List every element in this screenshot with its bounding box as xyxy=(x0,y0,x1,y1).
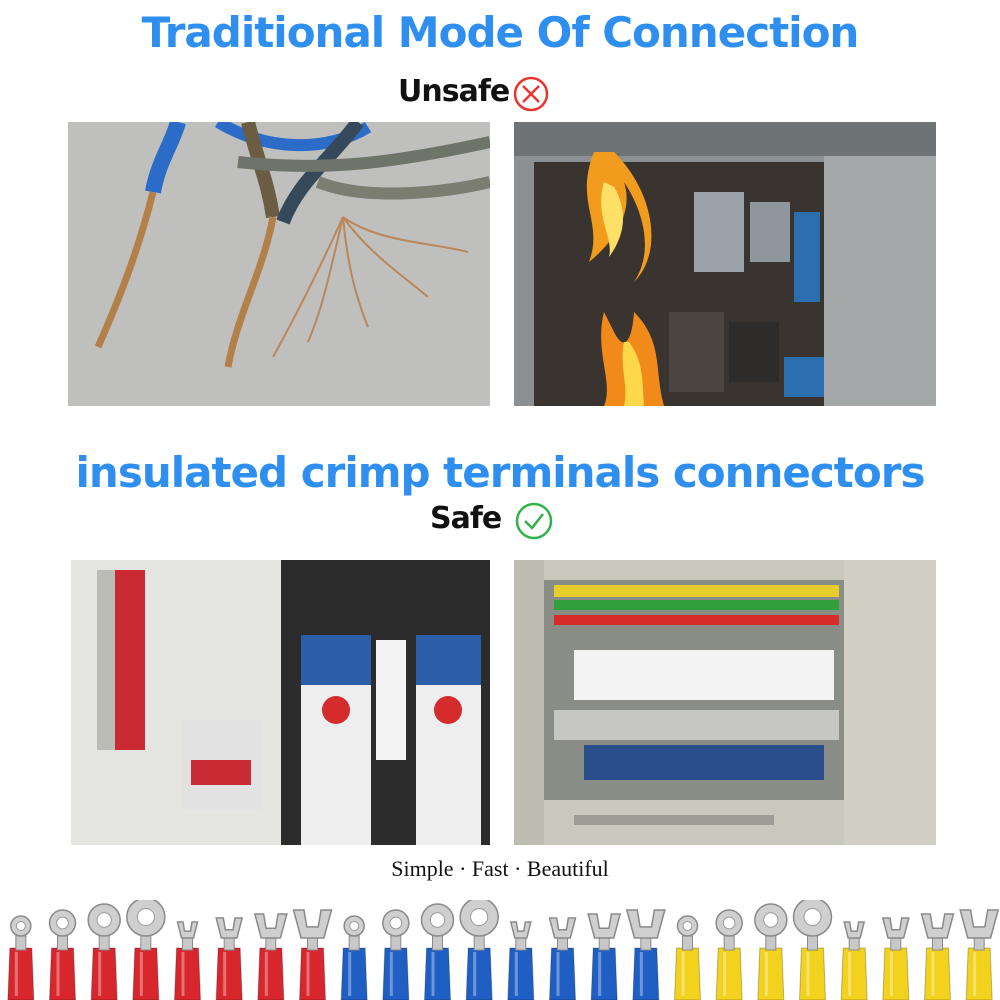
page-title: Traditional Mode Of Connection xyxy=(141,8,860,57)
red-fork-terminal-icon xyxy=(215,917,244,1000)
red-ring-terminal-icon xyxy=(87,903,121,1000)
yellow-fork-terminal-icon xyxy=(881,917,910,1000)
terminal-assortment xyxy=(7,900,1000,1000)
red-fork-terminal-icon xyxy=(253,913,288,1000)
distribution-board-photo xyxy=(514,560,936,845)
blue-ring-terminal-icon xyxy=(459,900,499,1000)
blue-ring-terminal-icon xyxy=(420,903,455,1000)
yellow-ring-terminal-icon xyxy=(754,903,788,1000)
red-ring-terminal-icon xyxy=(126,900,166,1000)
blue-ring-terminal-icon xyxy=(382,909,410,1000)
red-ring-terminal-icon xyxy=(7,915,35,1000)
cross-circle-icon xyxy=(512,75,550,118)
safe-label: Safe xyxy=(430,501,502,536)
wired-control-panel-photo xyxy=(71,560,490,845)
unsafe-label: Unsafe xyxy=(398,74,510,109)
yellow-ring-terminal-icon xyxy=(715,909,743,1000)
blue-fork-terminal-icon xyxy=(587,913,622,1000)
red-ring-terminal-icon xyxy=(48,909,77,1000)
yellow-fork-terminal-icon xyxy=(920,913,955,1000)
yellow-fork-terminal-icon xyxy=(959,909,1000,1000)
twisted-wires-photo xyxy=(68,122,490,406)
blue-fork-terminal-icon xyxy=(507,921,535,1000)
tagline: Simple · Fast · Beautiful xyxy=(391,856,609,881)
section-title: insulated crimp terminals connectors xyxy=(75,448,926,497)
yellow-ring-terminal-icon xyxy=(792,900,833,1000)
yellow-fork-terminal-icon xyxy=(840,921,868,1000)
red-fork-terminal-icon xyxy=(292,909,333,1000)
red-fork-terminal-icon xyxy=(173,921,202,1000)
burning-cabinet-photo xyxy=(514,122,936,406)
yellow-ring-terminal-icon xyxy=(673,915,702,1000)
check-circle-icon xyxy=(514,501,554,546)
blue-ring-terminal-icon xyxy=(340,915,368,1000)
blue-fork-terminal-icon xyxy=(625,909,666,1000)
blue-fork-terminal-icon xyxy=(548,917,577,1000)
